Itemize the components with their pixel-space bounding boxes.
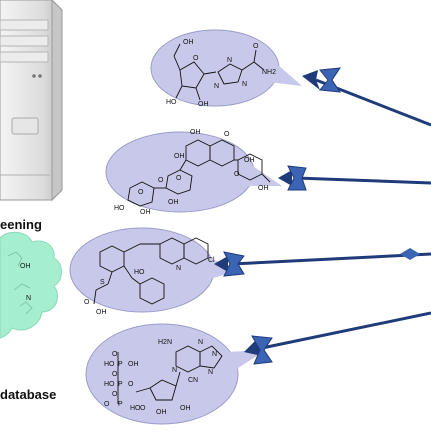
svg-text:N: N bbox=[26, 295, 31, 302]
atom-label: P bbox=[118, 401, 123, 408]
molecule-1 bbox=[173, 43, 265, 101]
atom-label: N bbox=[208, 369, 213, 376]
atom-label: P bbox=[118, 381, 123, 388]
atom-label: OH bbox=[128, 361, 139, 368]
atom-label: O bbox=[84, 299, 90, 306]
atom-label: P bbox=[118, 361, 123, 368]
atom-label: O bbox=[112, 391, 118, 398]
atom-label: HO bbox=[134, 269, 145, 276]
atom-label: N bbox=[172, 367, 177, 374]
atom-label: HO bbox=[104, 381, 115, 388]
arrow-3 bbox=[214, 248, 431, 277]
atom-label: NH2 bbox=[262, 69, 276, 76]
atom-label: O bbox=[224, 131, 230, 138]
atom-label: OH bbox=[183, 39, 194, 46]
atom-label: HO bbox=[166, 99, 177, 106]
atom-label: O bbox=[112, 371, 118, 378]
molecule-4-atoms: H2N N N N N O O O HO P OH HO P O O P O H… bbox=[104, 339, 217, 416]
molecule-cloud-icon: OH N bbox=[0, 231, 62, 339]
atom-label: O bbox=[128, 381, 134, 388]
atom-label: H2N bbox=[158, 339, 172, 346]
atom-label: O bbox=[104, 401, 110, 408]
molecule-bubble-2 bbox=[105, 131, 282, 213]
arrow-4 bbox=[244, 311, 431, 365]
molecule-bubble-3 bbox=[69, 227, 240, 313]
molecule-3-atoms: N Cl HO S OH O bbox=[84, 257, 215, 316]
atom-label: N bbox=[214, 83, 219, 90]
atom-label: O bbox=[234, 171, 240, 178]
atom-label: N bbox=[242, 81, 247, 88]
molecule-3 bbox=[93, 237, 209, 305]
arrow-1 bbox=[302, 67, 431, 127]
molecule-2-atoms: OH O OH O OH O O O HO OH OH OH bbox=[114, 129, 269, 216]
atom-label: OH bbox=[244, 157, 255, 164]
screening-label: eening bbox=[0, 217, 42, 232]
svg-text:OH: OH bbox=[20, 263, 31, 270]
molecule-bubble-1 bbox=[150, 29, 302, 107]
molecule-4 bbox=[117, 345, 223, 404]
atom-label: OH bbox=[174, 153, 185, 160]
atom-label: O bbox=[176, 175, 182, 182]
atom-label: Cl bbox=[208, 257, 215, 264]
atom-label: O bbox=[158, 177, 164, 184]
molecule-1-atoms: OH O N N N NH2 O HO OH bbox=[166, 39, 276, 108]
atom-label: OH bbox=[140, 209, 151, 216]
atom-label: HO bbox=[104, 361, 115, 368]
atom-label: N bbox=[198, 339, 203, 346]
atom-label: N bbox=[227, 57, 232, 64]
atom-label: OH bbox=[168, 199, 179, 206]
computer-tower-icon bbox=[0, 0, 63, 202]
atom-label: OH bbox=[96, 309, 107, 316]
atom-label: CN bbox=[188, 377, 198, 384]
atom-label: O bbox=[138, 189, 144, 196]
molecule-2 bbox=[127, 139, 271, 207]
atom-label: OH bbox=[180, 405, 191, 412]
molecule-bubble-4 bbox=[85, 323, 266, 425]
atom-label: N bbox=[176, 265, 181, 272]
atom-label: O bbox=[112, 351, 118, 358]
atom-label: N bbox=[212, 351, 217, 358]
arrow-2 bbox=[278, 165, 431, 191]
atom-label: S bbox=[100, 279, 105, 286]
atom-label: HO bbox=[114, 205, 125, 212]
atom-label: HO bbox=[130, 405, 141, 412]
atom-label: O bbox=[253, 43, 259, 50]
atom-label: O bbox=[193, 55, 199, 62]
atom-label: OH bbox=[156, 409, 167, 416]
atom-label: OH bbox=[198, 101, 209, 108]
database-label: database bbox=[0, 387, 57, 402]
atom-label: OH bbox=[258, 185, 269, 192]
atom-label: O bbox=[140, 405, 146, 412]
atom-label: OH bbox=[190, 129, 201, 136]
